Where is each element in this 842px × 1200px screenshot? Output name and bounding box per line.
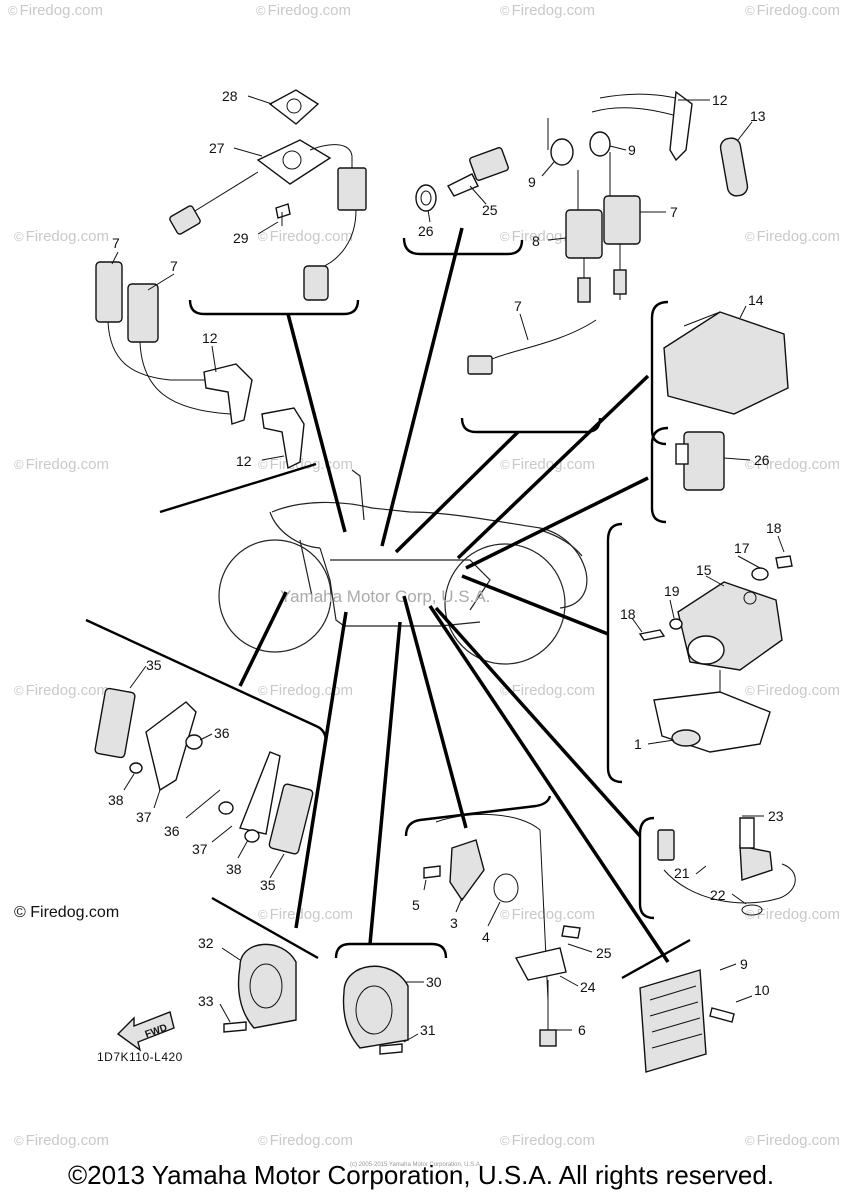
callout: 33 (198, 993, 214, 1009)
callout: 28 (222, 88, 238, 104)
callout: 25 (596, 945, 612, 961)
watermark: ©Firedog.com (14, 228, 109, 245)
ecu-relay (663, 311, 789, 491)
callout: 21 (674, 865, 690, 881)
callout: 4 (482, 929, 490, 945)
callout: 18 (620, 606, 636, 622)
firedog-label: © Firedog.com (14, 904, 120, 921)
callout: 7 (670, 204, 678, 220)
watermark: ©Firedog.com (500, 1132, 595, 1149)
callout: 3 (450, 915, 458, 931)
watermark: ©Firedog.com (14, 682, 109, 699)
callout: 10 (754, 982, 770, 998)
leader-lines (238, 227, 670, 963)
callout: 5 (412, 897, 420, 913)
horns (223, 943, 409, 1055)
callout: 25 (482, 202, 498, 218)
watermark: ©Firedog.com (500, 2, 595, 19)
watermark: ©Firedog.com (500, 906, 595, 923)
callout: 26 (754, 452, 770, 468)
callout: 8 (532, 233, 540, 249)
callout: 18 (766, 520, 782, 536)
callout: 14 (748, 292, 764, 308)
copyright-notice: ©2013 Yamaha Motor Corporation, U.S.A. A… (67, 1160, 775, 1190)
motorcycle-outline (218, 469, 588, 665)
callout: 30 (426, 974, 442, 990)
watermark: ©Firedog.com (745, 456, 840, 473)
callout: 37 (136, 809, 152, 825)
harness-clamp-assembly (514, 925, 581, 1047)
callout: 35 (146, 657, 162, 673)
ignition-coils-left (95, 261, 305, 470)
callout: 9 (628, 142, 636, 158)
watermark: ©Firedog.com (258, 1132, 353, 1149)
callout: 12 (712, 92, 728, 108)
watermark: ©Firedog.com (8, 2, 103, 19)
callout: 37 (192, 841, 208, 857)
callout: 32 (198, 935, 214, 951)
callout: 22 (710, 887, 726, 903)
callout: 7 (112, 235, 120, 251)
fuel-sender-assembly (169, 89, 367, 301)
callout: 26 (418, 223, 434, 239)
watermark: ©Firedog.com (256, 2, 351, 19)
callout: 19 (664, 583, 680, 599)
speed-sensor-assembly (657, 817, 796, 916)
callout: 13 (750, 108, 766, 124)
watermark: ©Firedog.com (745, 228, 840, 245)
callout: 31 (420, 1022, 436, 1038)
callout: 1 (634, 736, 642, 752)
fine-print: (c) 2005-2015 Yamaha Motor Corporation, … (350, 1162, 482, 1168)
callout: 12 (202, 330, 218, 346)
callout: 38 (108, 792, 124, 808)
watermark: ©Firedog.com (14, 1132, 109, 1149)
rectifier-regulator (639, 969, 735, 1073)
fwd-arrow-icon: FWD (116, 1011, 175, 1052)
callout: 7 (514, 298, 522, 314)
watermark: ©Firedog.com (258, 906, 353, 923)
ignition-coils-right (467, 90, 749, 375)
callouts: 28 27 29 25 26 12 13 9 9 7 8 7 7 (108, 88, 785, 1043)
sensor-assembly (415, 147, 509, 212)
group-brackets (85, 237, 691, 980)
callout: 36 (164, 823, 180, 839)
diagram-code: 1D7K110-L420 (97, 1050, 183, 1064)
watermark: ©Firedog.com (500, 682, 595, 699)
callout: 29 (233, 230, 249, 246)
crank-sensor-assembly (423, 814, 549, 1001)
callout: 9 (528, 174, 536, 190)
watermark: ©Firedog.com (745, 2, 840, 19)
callout: 15 (696, 562, 712, 578)
callout: 24 (580, 979, 596, 995)
callout: 36 (214, 725, 230, 741)
center-watermark: Yamaha Motor Corp, U.S.A. (280, 587, 490, 606)
callout: 12 (236, 453, 252, 469)
callout: 23 (768, 808, 784, 824)
callout: 7 (170, 258, 178, 274)
watermark: ©Firedog.com (258, 228, 353, 245)
watermark: ©Firedog.com (745, 1132, 840, 1149)
reflector-assembly (94, 687, 314, 855)
callout: 38 (226, 861, 242, 877)
callout: 27 (209, 140, 225, 156)
watermark: ©Firedog.com (14, 456, 109, 473)
callout: 9 (740, 956, 748, 972)
callout: 6 (578, 1022, 586, 1038)
callout: 17 (734, 540, 750, 556)
callout: 35 (260, 877, 276, 893)
watermark: ©Firedog.com (745, 682, 840, 699)
lean-switch-assembly (638, 555, 793, 753)
